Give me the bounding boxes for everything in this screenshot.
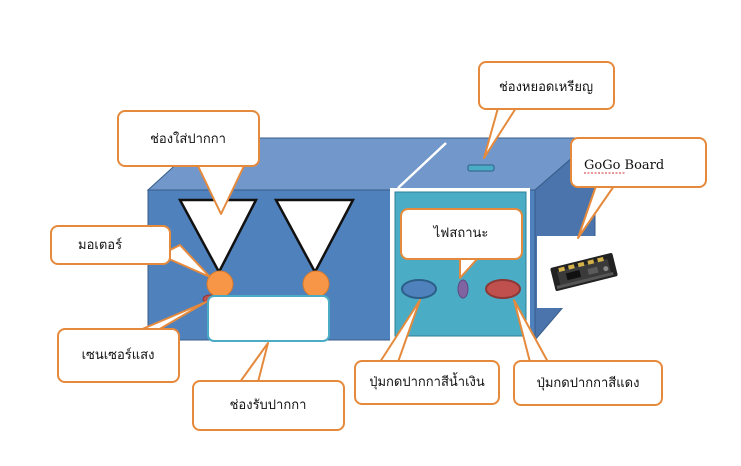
light-sensor-box xyxy=(57,328,180,383)
gogo-board-image xyxy=(537,236,631,308)
blue-pen-button[interactable] xyxy=(401,279,437,299)
red-pen-button[interactable] xyxy=(485,279,521,299)
coin-slot-box xyxy=(478,61,615,110)
blue-button-box xyxy=(354,360,500,405)
pen-slot-box xyxy=(117,110,260,167)
motor-right xyxy=(302,270,330,298)
blue-pen-button-label: ปุ่มกดปากกาสีน้ำเงิน xyxy=(369,372,485,390)
tray-pointer xyxy=(239,342,269,383)
motor-left xyxy=(206,270,234,298)
coin-slot xyxy=(467,164,495,172)
coin-slot-label: ช่องหยอดเหรียญ xyxy=(499,79,593,95)
light-sensor-label: เซนเซอร์แสง xyxy=(82,347,155,363)
top-divider xyxy=(397,142,447,189)
gogo-board-box xyxy=(570,137,707,188)
motor-box xyxy=(50,225,171,265)
motor-label: มอเตอร์ xyxy=(78,237,122,253)
pen-funnels xyxy=(177,198,356,298)
callout-boxes xyxy=(50,61,707,431)
callout-pointers xyxy=(139,107,615,383)
pen-slot-label: ช่องใส่ปากกา xyxy=(150,131,226,147)
callout-labels: ช่องหยอดเหรียญ ช่องใส่ปากกา GoGo Board ม… xyxy=(78,79,664,413)
status-light-label: ไฟสถานะ xyxy=(433,225,489,241)
red-pen-button-label: ปุ่มกดปากกาสีแดง xyxy=(537,375,640,391)
pen-tray-label: ช่องรับปากกา xyxy=(230,398,307,413)
pen-funnel-right xyxy=(273,198,356,275)
gogo-board-label: GoGo Board xyxy=(584,158,664,173)
pen-tray xyxy=(207,295,330,342)
red-button-box xyxy=(513,360,663,406)
pen-tray-box xyxy=(192,380,345,431)
status-led xyxy=(457,279,469,299)
status-light-box xyxy=(400,208,523,260)
